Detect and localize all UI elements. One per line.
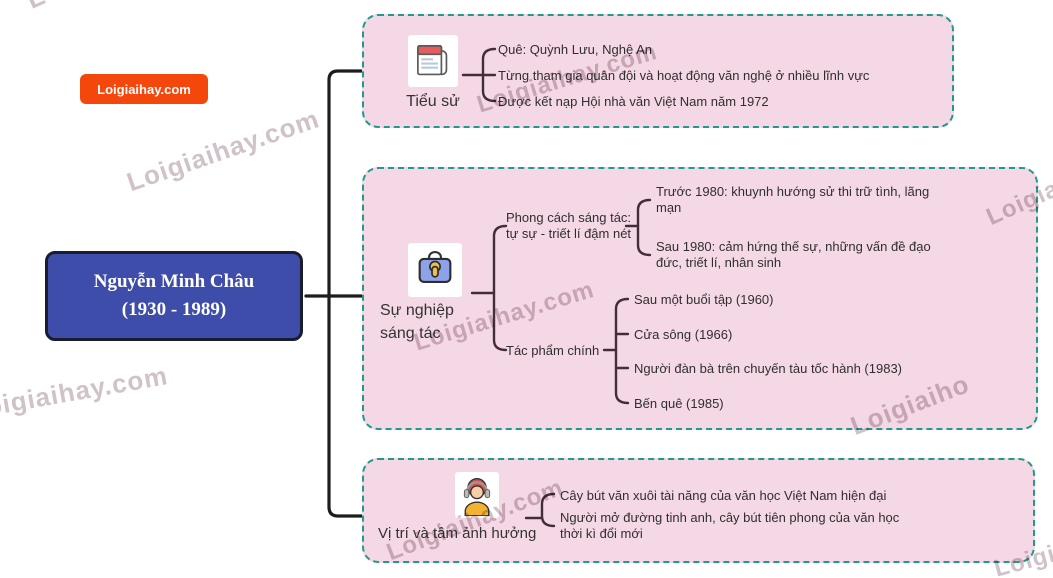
- branch-label-su-nghiep: Sự nghiệp sáng tác: [380, 302, 454, 342]
- branch-item: Người đàn bà trên chuyến tàu tốc hành (1…: [634, 361, 903, 376]
- person-headphones-icon-glyph: [463, 478, 491, 516]
- branch-item: Trước 1980: khuynh hướng sử thi trữ tình…: [656, 184, 930, 215]
- branch-label-vi-tri: Vị trí và tầm ảnh hưởng: [378, 525, 537, 542]
- branch-item: Người mở đường tinh anh, cây bút tiên ph…: [560, 510, 900, 541]
- tieu-su-bracket: [461, 47, 497, 103]
- branch-item: Sau một buổi tập (1960): [634, 292, 774, 307]
- vi-tri-bracket: [524, 492, 556, 528]
- branch-box-su-nghiep: Sự nghiệp sáng tác Phong cách sáng tác: …: [362, 167, 1038, 430]
- briefcase-icon-glyph: [418, 251, 452, 283]
- branch-item: Quê: Quỳnh Lưu, Nghệ An: [498, 42, 652, 57]
- sub-branch-label-phong-cach: Phong cách sáng tác: tự sự - triết lí đậ…: [506, 210, 632, 241]
- branch-box-tieu-su: Tiểu sử Quê: Quỳnh Lưu, Nghệ An Từng tha…: [362, 14, 954, 128]
- newspaper-icon: [408, 35, 458, 87]
- site-badge: Loigiaihay.com: [80, 74, 208, 104]
- branch-item: Sau 1980: cảm hứng thế sự, những vấn đề …: [656, 239, 931, 270]
- branch-item: Cây bút văn xuôi tài năng của văn học Vi…: [560, 488, 887, 503]
- branch-label-tieu-su: Tiểu sử: [406, 93, 460, 110]
- sub-branch-label-tac-pham: Tác phẩm chính: [506, 343, 600, 358]
- root-node: Nguyễn Minh Châu (1930 - 1989): [45, 251, 303, 341]
- su-nghiep-brackets: [470, 198, 652, 405]
- briefcase-icon: [408, 243, 462, 297]
- branch-item: Được kết nạp Hội nhà văn Việt Nam năm 19…: [498, 94, 769, 109]
- branch-item: Từng tham gia quân đội và hoạt động văn …: [498, 68, 870, 83]
- branch-item: Bến quê (1985): [634, 396, 724, 411]
- newspaper-icon-glyph: [417, 45, 448, 76]
- person-headphones-icon: [455, 472, 499, 518]
- branch-box-vi-tri: Vị trí và tầm ảnh hưởng Cây bút văn xuôi…: [362, 458, 1035, 563]
- branch-item: Cửa sông (1966): [634, 327, 733, 342]
- root-title: Nguyễn Minh Châu (1930 - 1989): [93, 271, 255, 320]
